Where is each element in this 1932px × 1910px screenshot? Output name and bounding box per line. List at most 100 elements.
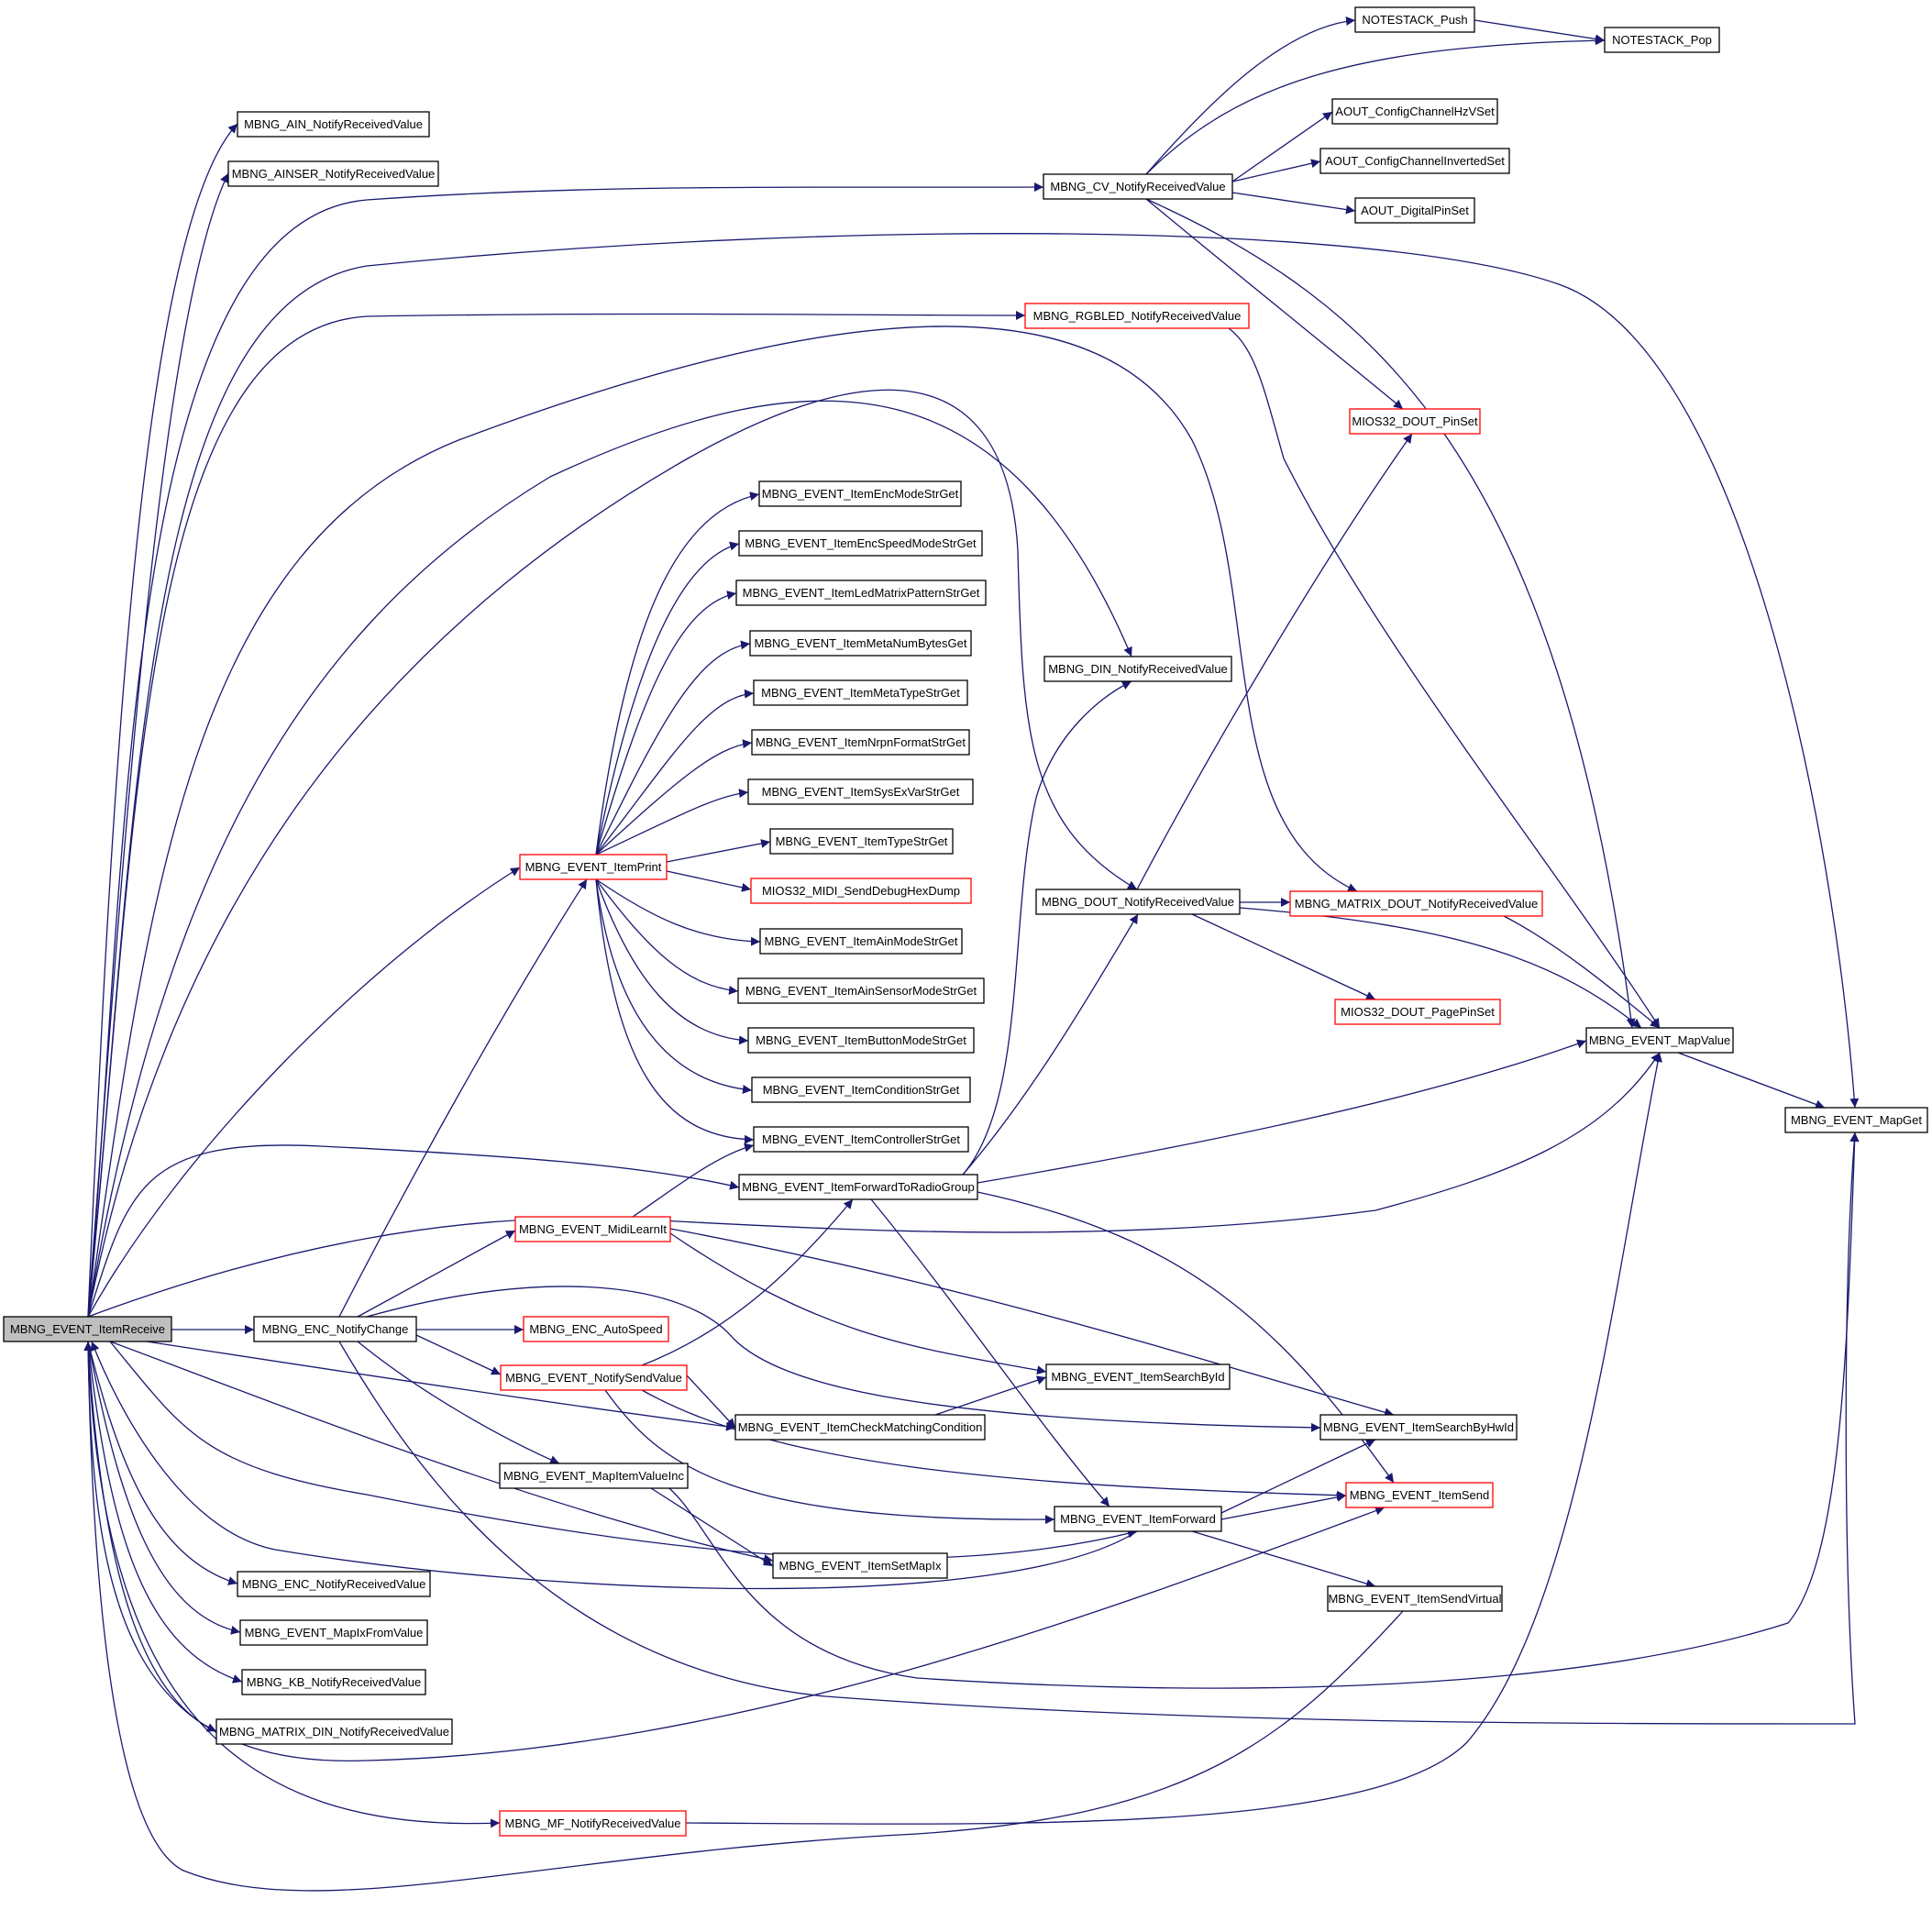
node-fwdradio[interactable]: MBNG_EVENT_ItemForwardToRadioGroup — [738, 1174, 978, 1200]
node-label: MBNG_EVENT_ItemMetaNumBytesGet — [755, 636, 967, 650]
call-edge-din — [87, 400, 1132, 1318]
node-box — [237, 1571, 431, 1597]
node-ainmode[interactable]: MBNG_EVENT_ItemAinModeStrGet — [759, 928, 963, 955]
node-matrixdout[interactable]: MBNG_MATRIX_DOUT_NotifyReceivedValue — [1289, 890, 1543, 917]
node-box — [772, 1552, 948, 1579]
node-box — [1289, 890, 1543, 917]
node-encrecv[interactable]: MBNG_ENC_NotifyReceivedValue — [237, 1571, 431, 1597]
call-edge-mf — [87, 1341, 501, 1828]
call-edge-itemprint — [87, 867, 521, 1318]
node-hexdump[interactable]: MIOS32_MIDI_SendDebugHexDump — [750, 878, 972, 904]
call-edge-setmapix — [650, 1487, 774, 1567]
node-cv[interactable]: MBNG_CV_NotifyReceivedValue — [1043, 173, 1233, 200]
call-edge-itemforward — [870, 1198, 1110, 1507]
node-mf[interactable]: MBNG_MF_NotifyReceivedValue — [499, 1810, 687, 1837]
node-searchbyhwid[interactable]: MBNG_EVENT_ItemSearchByHwId — [1319, 1414, 1518, 1441]
node-searchbyid[interactable]: MBNG_EVENT_ItemSearchById — [1045, 1363, 1231, 1390]
node-label: MBNG_EVENT_ItemSearchByHwId — [1323, 1420, 1514, 1434]
node-box — [519, 854, 668, 880]
call-edge-searchbyhwid — [366, 1286, 1321, 1432]
call-edge-mapvalue — [1503, 915, 1661, 1029]
node-mapvalue[interactable]: MBNG_EVENT_MapValue — [1585, 1027, 1734, 1054]
node-condstr[interactable]: MBNG_EVENT_ItemConditionStrGet — [751, 1076, 971, 1103]
node-encspeed[interactable]: MBNG_EVENT_ItemEncSpeedModeStrGet — [738, 530, 983, 557]
node-box — [1045, 1363, 1231, 1390]
node-metanum[interactable]: MBNG_EVENT_ItemMetaNumBytesGet — [749, 630, 972, 657]
node-mapixfrom[interactable]: MBNG_EVENT_MapIxFromValue — [239, 1619, 428, 1646]
node-encmode[interactable]: MBNG_EVENT_ItemEncModeStrGet — [758, 480, 962, 507]
node-label: MBNG_AINSER_NotifyReceivedValue — [232, 167, 436, 181]
node-nspush[interactable]: NOTESTACK_Push — [1354, 6, 1475, 33]
node-label: MBNG_RGBLED_NotifyReceivedValue — [1033, 309, 1242, 323]
node-label: MBNG_ENC_NotifyChange — [262, 1322, 409, 1336]
node-buttonmode[interactable]: MBNG_EVENT_ItemButtonModeStrGet — [747, 1027, 975, 1054]
node-doutpinset[interactable]: MIOS32_DOUT_PinSet — [1349, 408, 1481, 435]
call-edge-checkmatch — [686, 1375, 736, 1429]
call-edge-encrecv — [87, 1341, 238, 1585]
call-edge-ledmatrix — [595, 591, 737, 856]
node-box — [1331, 98, 1498, 125]
node-ain[interactable]: MBNG_AIN_NotifyReceivedValue — [237, 111, 430, 138]
node-din[interactable]: MBNG_DIN_NotifyReceivedValue — [1043, 656, 1232, 682]
node-setmapix[interactable]: MBNG_EVENT_ItemSetMapIx — [772, 1552, 948, 1579]
node-ledmatrix[interactable]: MBNG_EVENT_ItemLedMatrixPatternStrGet — [735, 580, 987, 606]
node-itemsend[interactable]: MBNG_EVENT_ItemSend — [1345, 1482, 1494, 1508]
node-aouthz[interactable]: AOUT_ConfigChannelHzVSet — [1331, 98, 1498, 125]
node-sysex[interactable]: MBNG_EVENT_ItemSysExVarStrGet — [747, 778, 974, 805]
node-label: MBNG_AIN_NotifyReceivedValue — [244, 117, 423, 131]
node-itemreceive[interactable]: MBNG_EVENT_ItemReceive — [3, 1316, 172, 1342]
node-nrpn[interactable]: MBNG_EVENT_ItemNrpnFormatStrGet — [751, 729, 970, 756]
node-midilearn[interactable]: MBNG_EVENT_MidiLearnIt — [514, 1216, 671, 1242]
node-label: MBNG_EVENT_ItemAinSensorModeStrGet — [745, 984, 977, 998]
node-box — [1024, 303, 1250, 329]
call-edge-nrpn — [595, 739, 753, 856]
node-autospeed[interactable]: MBNG_ENC_AutoSpeed — [523, 1316, 669, 1342]
call-edge-mapget — [87, 233, 1860, 1318]
call-edge-matrixdin — [87, 1341, 217, 1732]
node-box — [1585, 1027, 1734, 1054]
call-edge-itemforward — [604, 1389, 1055, 1525]
node-label: MBNG_EVENT_ItemSend — [1350, 1488, 1489, 1502]
call-edge-searchbyhwid — [1220, 1439, 1376, 1514]
node-pagepinset[interactable]: MIOS32_DOUT_PagePinSet — [1334, 999, 1501, 1025]
call-edge-mapget — [650, 1132, 1860, 1689]
node-aoutinv[interactable]: AOUT_ConfigChannelInvertedSet — [1319, 148, 1510, 174]
node-label: MBNG_ENC_AutoSpeed — [529, 1322, 662, 1336]
node-mapget[interactable]: MBNG_EVENT_MapGet — [1784, 1107, 1928, 1133]
node-label: MBNG_MATRIX_DIN_NotifyReceivedValue — [219, 1725, 449, 1739]
node-encnotify[interactable]: MBNG_ENC_NotifyChange — [253, 1316, 417, 1342]
node-itemforward[interactable]: MBNG_EVENT_ItemForward — [1054, 1506, 1222, 1532]
node-box — [253, 1316, 417, 1342]
call-edge-aouthz — [1231, 111, 1333, 182]
call-edge-rgbled — [87, 310, 1026, 1318]
node-nspop[interactable]: NOTESTACK_Pop — [1604, 27, 1720, 53]
node-ainser[interactable]: MBNG_AINSER_NotifyReceivedValue — [227, 160, 439, 187]
node-notifysend[interactable]: MBNG_EVENT_NotifySendValue — [500, 1364, 688, 1391]
node-label: MBNG_EVENT_ItemConditionStrGet — [763, 1083, 960, 1097]
node-box — [747, 1027, 975, 1054]
node-sendvirtual[interactable]: MBNG_EVENT_ItemSendVirtual — [1327, 1585, 1503, 1612]
node-rgbled[interactable]: MBNG_RGBLED_NotifyReceivedValue — [1024, 303, 1250, 329]
node-ainsensor[interactable]: MBNG_EVENT_ItemAinSensorModeStrGet — [737, 977, 985, 1004]
node-aoutdig[interactable]: AOUT_DigitalPinSet — [1354, 197, 1475, 224]
node-box — [1319, 1414, 1518, 1441]
node-typestr[interactable]: MBNG_EVENT_ItemTypeStrGet — [769, 828, 954, 855]
node-box — [499, 1463, 689, 1489]
node-label: NOTESTACK_Pop — [1612, 33, 1712, 47]
node-matrixdin[interactable]: MBNG_MATRIX_DIN_NotifyReceivedValue — [215, 1718, 453, 1745]
node-checkmatch[interactable]: MBNG_EVENT_ItemCheckMatchingCondition — [734, 1414, 986, 1441]
node-ctrlstr[interactable]: MBNG_EVENT_ItemControllerStrGet — [753, 1126, 969, 1153]
node-metatype[interactable]: MBNG_EVENT_ItemMetaTypeStrGet — [753, 679, 968, 706]
call-edge-mapvalue — [977, 1039, 1587, 1184]
call-edge-ainser — [87, 172, 229, 1318]
node-box — [1319, 148, 1510, 174]
node-mapiteminc[interactable]: MBNG_EVENT_MapItemValueInc — [499, 1463, 689, 1489]
call-edge-nspop — [1474, 19, 1606, 44]
node-itemprint[interactable]: MBNG_EVENT_ItemPrint — [519, 854, 668, 880]
node-kb[interactable]: MBNG_KB_NotifyReceivedValue — [241, 1669, 426, 1695]
node-box — [241, 1669, 426, 1695]
call-edge-sendvirtual — [1191, 1530, 1376, 1588]
node-dout[interactable]: MBNG_DOUT_NotifyReceivedValue — [1035, 889, 1241, 915]
call-edge-itemsend — [87, 1341, 1386, 1761]
